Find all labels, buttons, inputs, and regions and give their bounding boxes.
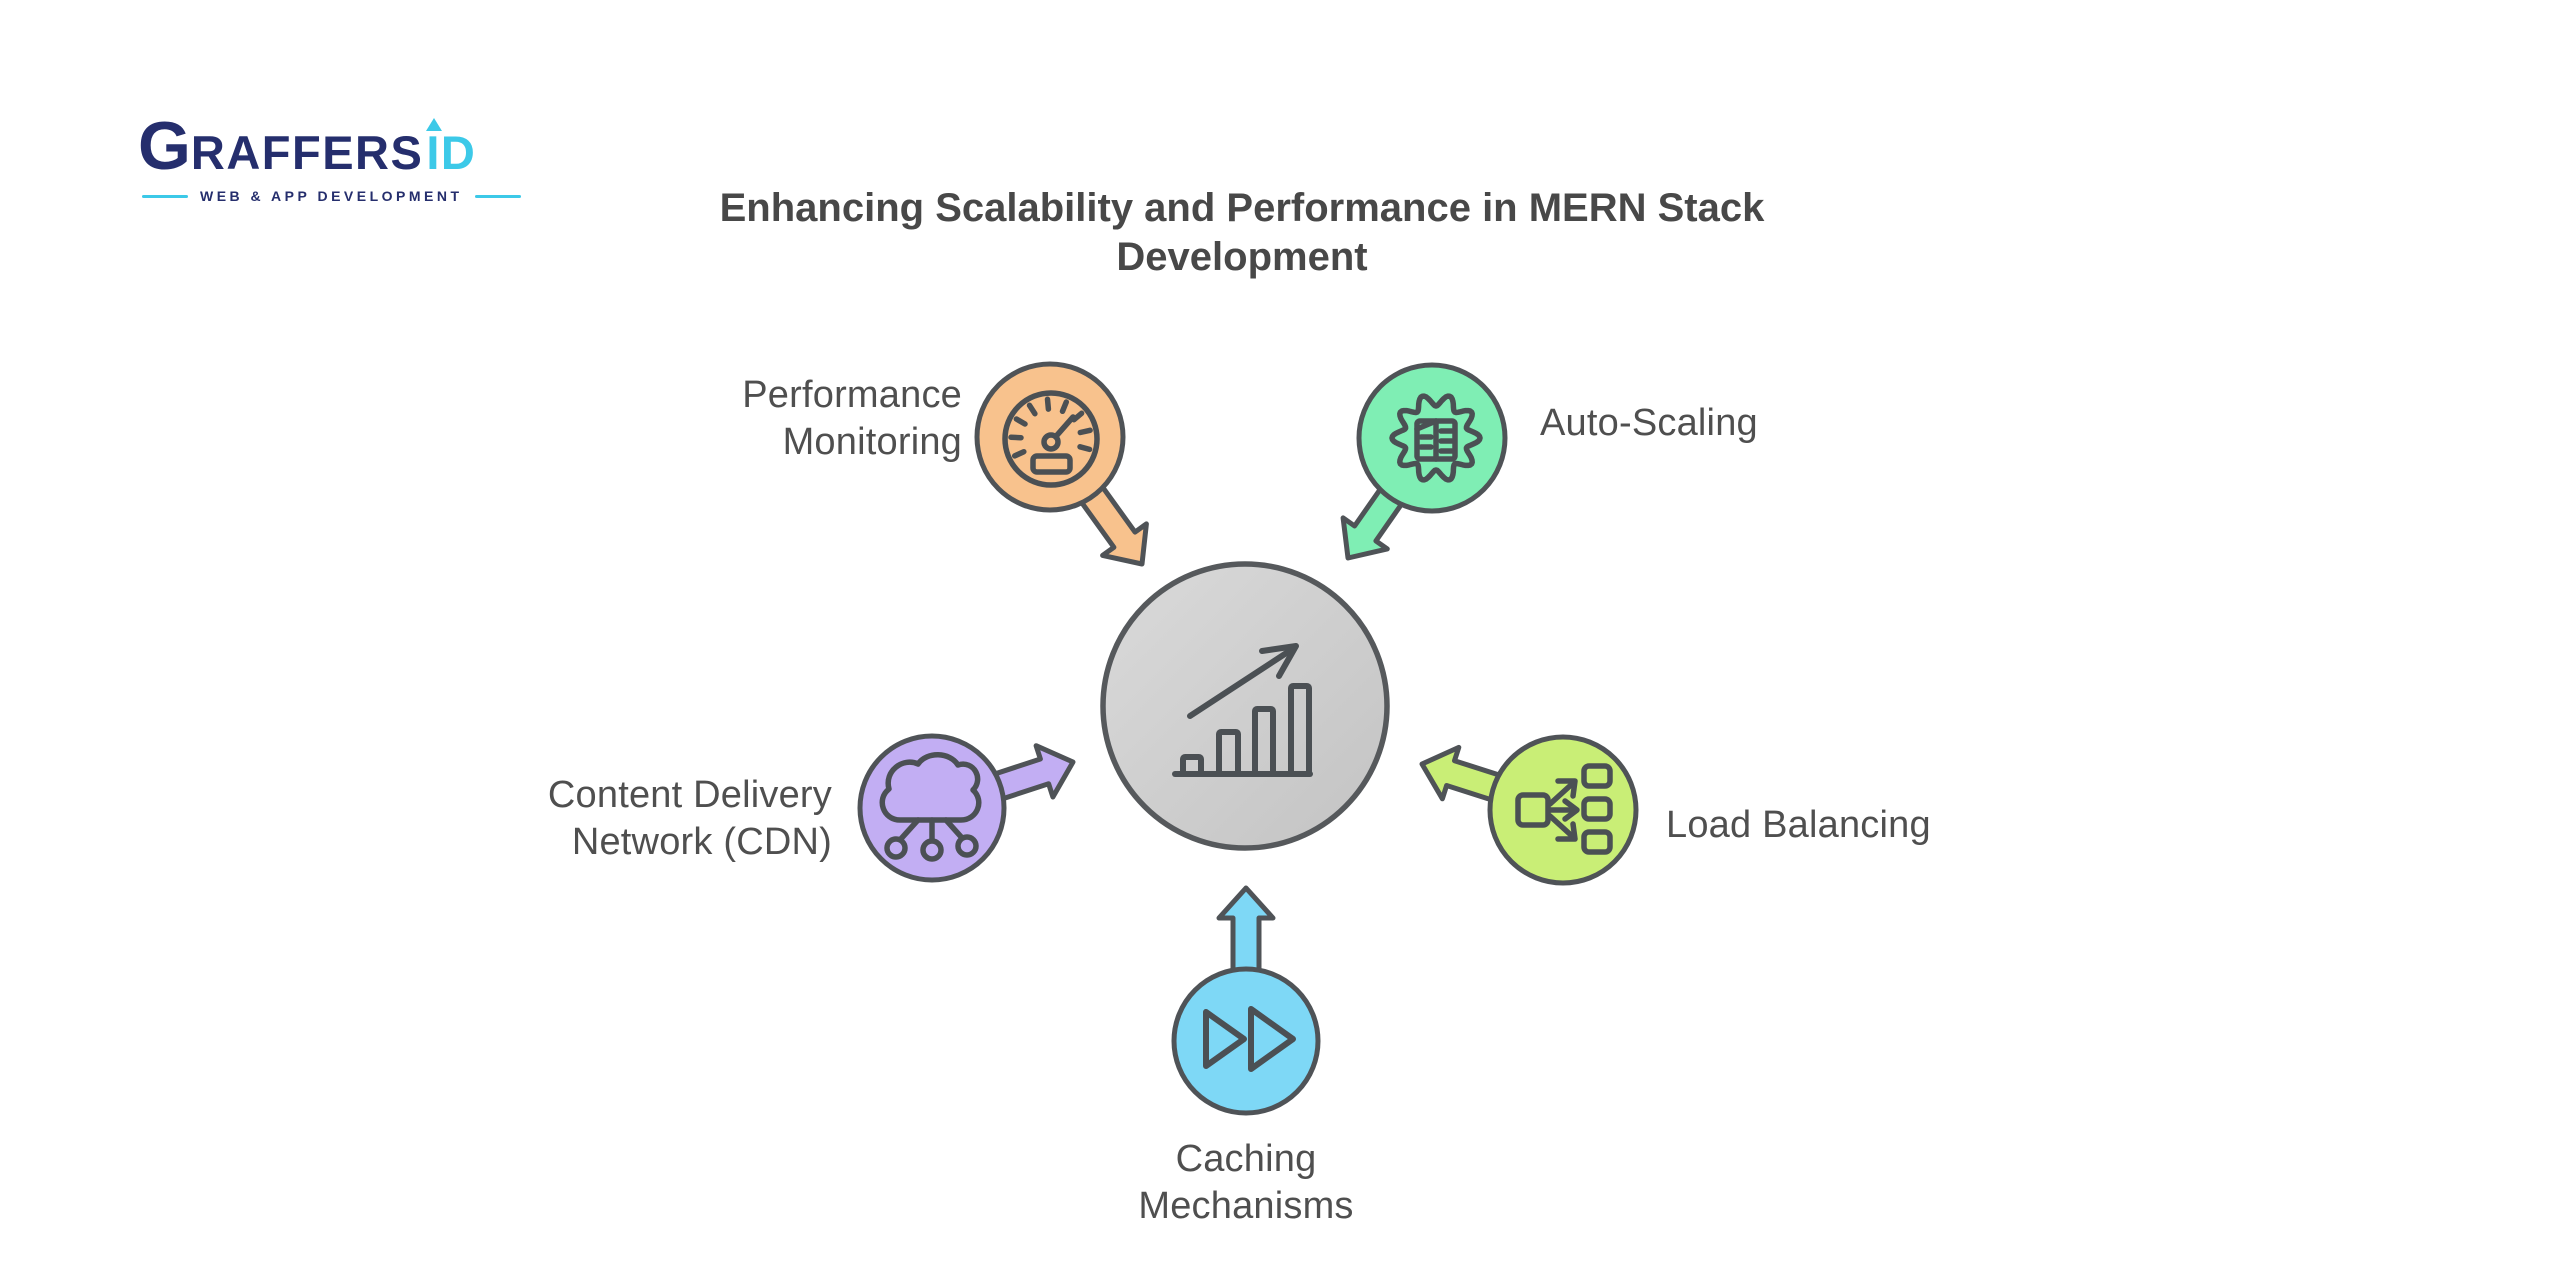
label-load-balancing: Load Balancing: [1666, 804, 1931, 846]
logo-tagline-row: WEB & APP DEVELOPMENT: [142, 188, 521, 204]
page-title: Enhancing Scalability and Performance in…: [719, 186, 1765, 279]
node-performance-monitoring: [974, 361, 1126, 513]
tagline-dash-left: [142, 194, 188, 198]
growth-bar-chart-icon: [1172, 643, 1313, 777]
logo-letter-g: G: [138, 108, 191, 184]
gear-icon: [1389, 393, 1483, 483]
tagline-dash-right: [474, 194, 521, 198]
node-load-balancing: [1487, 734, 1639, 886]
label-auto-scaling: Auto-Scaling: [1540, 402, 1758, 444]
center-node: [1100, 561, 1390, 851]
node-caching-mechanisms: [1171, 966, 1321, 1116]
logo-text-primary: RAFFERS: [190, 126, 424, 179]
load-balancer-icon: [1515, 763, 1613, 855]
label-cdn: Content Delivery Network (CDN): [547, 774, 832, 863]
gauge-icon: [1002, 390, 1100, 488]
center-circle: [1100, 561, 1390, 851]
pencil-tip-icon: [426, 118, 443, 131]
label-caching-mechanisms: Caching Mechanisms: [1138, 1138, 1354, 1227]
logo-text-secondary: ID: [426, 118, 476, 176]
cloud-network-icon: [879, 752, 982, 862]
logo-tagline: WEB & APP DEVELOPMENT: [200, 188, 463, 204]
label-performance-monitoring: Performance Monitoring: [742, 374, 962, 463]
fast-forward-icon: [1203, 1006, 1296, 1072]
node-cdn: [857, 733, 1007, 883]
node-auto-scaling: [1356, 362, 1508, 514]
